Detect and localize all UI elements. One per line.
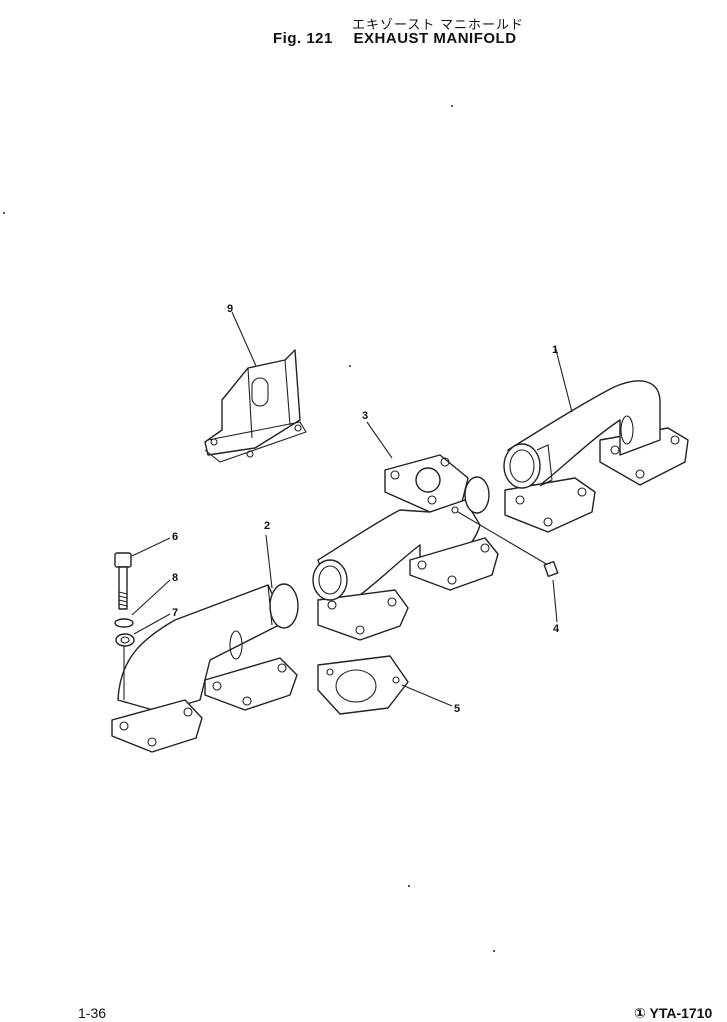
part-4-plug <box>457 511 559 623</box>
part-3-manifold-center <box>312 421 499 641</box>
figure-name: EXHAUST MANIFOLD <box>353 30 517 47</box>
callout-7: 7 <box>172 607 179 619</box>
part-6-bolt <box>114 537 171 610</box>
part-5-gasket <box>317 655 453 715</box>
figure-number: Fig. 121 <box>273 30 333 47</box>
callout-4: 4 <box>553 623 560 635</box>
part-8-lock-washer <box>114 579 171 628</box>
title-japanese: エキゾースト マニホールド <box>352 17 524 32</box>
page-number: 1-36 <box>78 1005 107 1021</box>
document-code: ① YTA-1710 <box>634 1005 713 1021</box>
callout-6: 6 <box>172 531 179 543</box>
part-7-washer <box>115 613 171 700</box>
callout-3: 3 <box>362 410 369 422</box>
callout-9: 9 <box>227 303 234 315</box>
figure-title: Fig. 121 EXHAUST MANIFOLD <box>273 30 533 47</box>
part-1-manifold-end <box>503 345 689 533</box>
callout-1: 1 <box>552 344 559 356</box>
callout-5: 5 <box>454 703 461 715</box>
callout-2: 2 <box>264 520 271 532</box>
part-9-heat-shield <box>204 311 307 463</box>
callout-8: 8 <box>172 572 179 584</box>
part-2-manifold-left <box>111 534 299 753</box>
